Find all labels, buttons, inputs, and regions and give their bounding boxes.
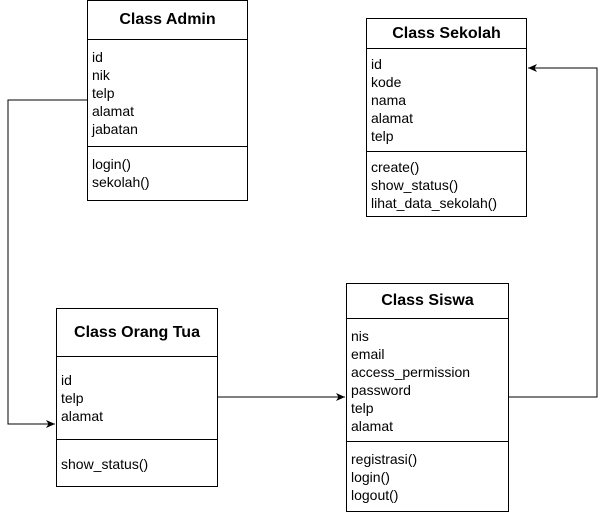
attribute: nama [371,92,407,108]
class-admin-title: Class Admin [88,1,247,40]
attribute: telp [351,400,374,416]
connector-admin-to-orangtua [7,99,88,428]
attribute: id [92,49,103,65]
connector-siswa-to-sekolah [508,64,598,398]
attribute: telp [61,390,84,406]
attribute: password [351,382,411,398]
attribute: telp [92,85,115,101]
class-orangtua-box[interactable]: Class Orang Tua id telp alamat show_stat… [56,308,218,487]
attribute: alamat [371,110,414,126]
class-orangtua-attributes: id telp alamat [57,357,217,440]
method: registrasi() [351,451,418,467]
attribute: jabatan [92,121,138,137]
method: create() [371,159,420,175]
class-siswa-box[interactable]: Class Siswa nis email access_permission … [346,283,509,512]
attribute: nis [351,328,369,344]
class-siswa-methods: registrasi() login() logout() [347,442,508,504]
class-sekolah-attributes: id kode nama alamat telp [367,49,526,152]
attribute: id [61,372,72,388]
attribute: kode [371,74,402,90]
class-siswa-title: Class Siswa [347,284,508,319]
method: sekolah() [92,174,150,190]
method: logout() [351,487,399,503]
class-sekolah-box[interactable]: Class Sekolah id kode nama alamat telp c… [366,18,527,217]
attribute: nik [92,67,110,83]
attribute: alamat [351,418,394,434]
class-sekolah-methods: create() show_status() lihat_data_sekola… [367,152,526,212]
method: login() [92,156,131,172]
attribute: alamat [61,408,104,424]
class-orangtua-title: Class Orang Tua [57,309,217,357]
class-orangtua-methods: show_status() [57,440,217,473]
method: show_status() [61,456,149,472]
class-admin-attributes: id nik telp alamat jabatan [88,40,247,147]
attribute: id [371,56,382,72]
attribute: email [351,346,385,362]
class-siswa-attributes: nis email access_permission password tel… [347,319,508,442]
class-admin-methods: login() sekolah() [88,147,247,191]
method: show_status() [371,177,459,193]
attribute: alamat [92,103,135,119]
method: login() [351,469,390,485]
attribute: access_permission [351,364,471,380]
class-sekolah-title: Class Sekolah [367,19,526,49]
attribute: telp [371,128,394,144]
method: lihat_data_sekolah() [371,195,498,211]
class-admin-box[interactable]: Class Admin id nik telp alamat jabatan l… [87,0,248,201]
